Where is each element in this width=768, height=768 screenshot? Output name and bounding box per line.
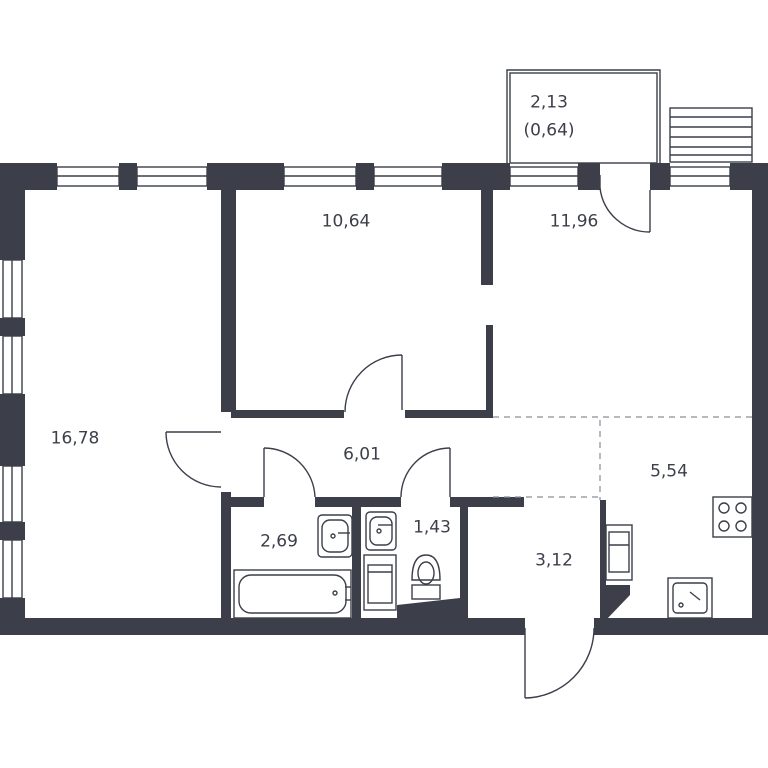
top-windows [56, 166, 731, 187]
kitchen-sink [667, 577, 713, 619]
washing-machine [363, 554, 397, 611]
area-label-wc: 1,43 [413, 517, 451, 538]
area-label-balcony: 2,13 [530, 92, 568, 113]
area-label-bathroom: 2,69 [260, 531, 298, 552]
area-label-living: 16,78 [50, 428, 100, 449]
bathtub [233, 569, 352, 619]
bathroom-sink [317, 514, 353, 558]
door-living [165, 431, 222, 488]
zone-dividers [493, 416, 752, 500]
area-label-hall: 6,01 [343, 444, 381, 465]
stove [712, 496, 753, 538]
door-wc [400, 447, 451, 498]
area-label-kitchen: 5,54 [650, 461, 688, 482]
balcony [506, 69, 661, 164]
toilet [411, 554, 441, 600]
door-bedroom [344, 354, 403, 413]
door-bathroom [263, 447, 316, 498]
area-label-room-right: 11,96 [549, 211, 599, 232]
balcony-stairs [669, 107, 753, 163]
wc-sink [365, 511, 397, 551]
door-entrance [524, 627, 595, 699]
area-label-bedroom: 10,64 [321, 211, 371, 232]
outer-walls [0, 163, 768, 635]
left-windows [2, 259, 23, 599]
area-label-balcony-reduced: (0,64) [523, 120, 575, 141]
door-balcony [599, 175, 651, 233]
doors [165, 175, 651, 699]
fridge [605, 524, 633, 581]
interior-walls [221, 190, 630, 622]
area-label-entrance: 3,12 [535, 550, 573, 571]
